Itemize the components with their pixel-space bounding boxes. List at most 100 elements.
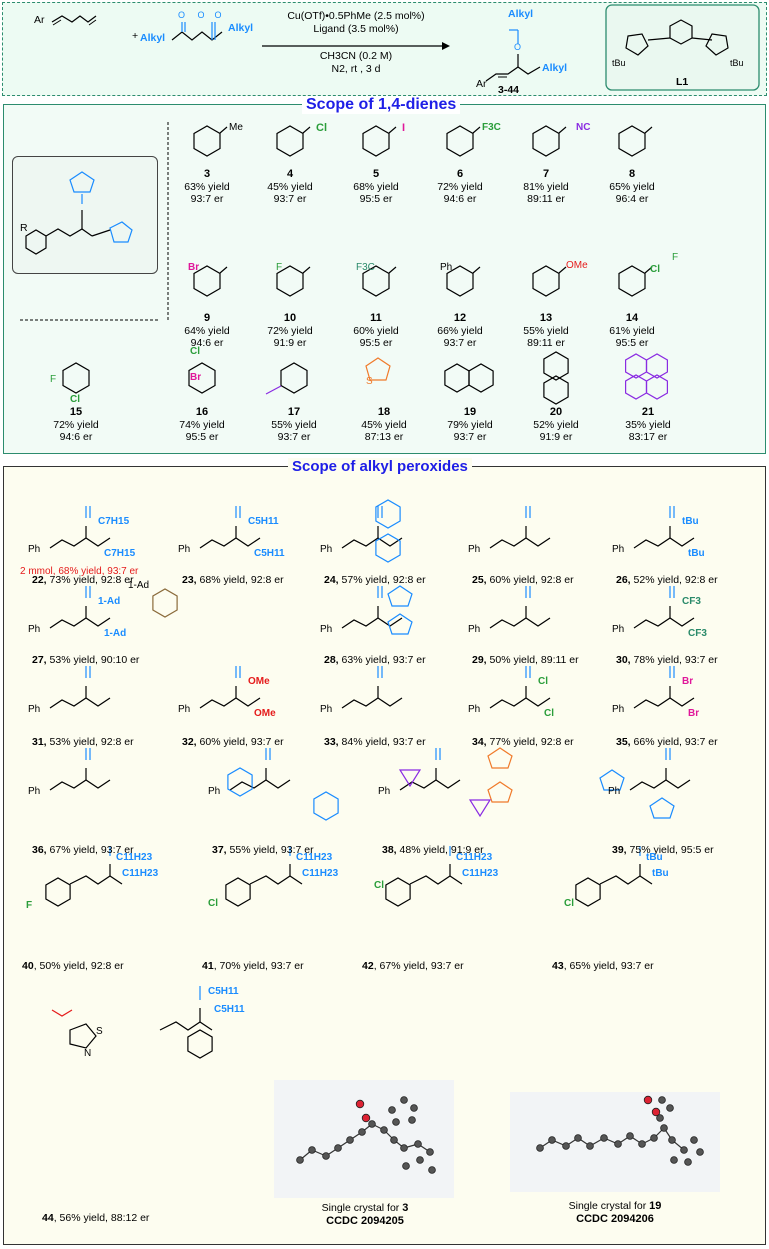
yield-text: 74% yield	[179, 418, 225, 431]
condition-line-1: Cu(OTf)•0.5PhMe (2.5 mol%)	[287, 10, 425, 22]
phenyl-label-32: Ph	[178, 704, 191, 715]
chain-34	[489, 697, 551, 709]
yield-er-text: 48% yield, 91:9 er	[396, 844, 484, 856]
yield-text: 61% yield	[609, 324, 655, 337]
er-text: 94:6 er	[443, 193, 477, 205]
chain-28	[341, 617, 403, 629]
yield-er-text: , 56% yield, 88:12 er	[53, 1212, 150, 1224]
generic-substrate-structure	[20, 122, 169, 321]
crystal-19-oxygen-1	[651, 1107, 661, 1117]
peroxide-caption-38: 38, 48% yield, 91:9 er	[382, 844, 484, 856]
phenyl-label-23: Ph	[178, 544, 191, 555]
yield-text: 68% yield	[353, 180, 399, 193]
attach-bond-11	[388, 266, 397, 274]
thiazole-s-label: S	[96, 1026, 103, 1037]
peroxide-scope-title: Scope of alkyl peroxides	[288, 458, 472, 475]
crystal-3-atom-2	[322, 1152, 330, 1160]
yield-er-text: 60% yield, 93:7 er	[196, 736, 284, 748]
diene-sub-14-f: F	[672, 252, 679, 263]
reaction-scheme	[51, 4, 760, 91]
cyclohexyl-top-37	[227, 767, 253, 797]
alkyl-group-27: 1-Ad	[104, 628, 127, 639]
attach-bond-8	[644, 126, 653, 134]
er-text: 93:7 er	[453, 431, 487, 443]
peroxide-caption-41: 41, 70% yield, 93:7 er	[202, 960, 304, 972]
aryl-ring-15	[62, 362, 90, 394]
yield-text: 45% yield	[267, 180, 313, 193]
yield-er-text: , 67% yield, 93:7 er	[373, 960, 464, 972]
crystal-3-atom-3	[334, 1144, 342, 1152]
plus-sign: +	[132, 30, 139, 42]
er-text: 91:9 er	[273, 337, 307, 349]
peroxide-caption-26: 26, 52% yield, 92:8 er	[616, 574, 718, 586]
crystal-19-atom-11	[668, 1136, 676, 1144]
crystal-3-atom-12	[388, 1106, 396, 1114]
acyl-group-41: C11H23	[296, 852, 333, 863]
aryl-ring-3	[193, 125, 221, 157]
yield-text: 52% yield	[533, 418, 579, 431]
crystal-19-atom-6	[614, 1140, 622, 1148]
compound-number: 43	[552, 960, 564, 972]
diene-sub-13: OMe	[566, 260, 588, 271]
compound-number: 44	[42, 1212, 54, 1224]
crystal-19-atom-18	[666, 1104, 674, 1112]
crystal-3-atom-16	[392, 1118, 400, 1126]
compound-number: 17	[287, 406, 301, 418]
compound-number: 31,	[32, 736, 47, 748]
phenyl-label-28: Ph	[320, 624, 333, 635]
crystal-caption-3: Single crystal for 3 CCDC 2094205	[280, 1202, 450, 1227]
crystal-3-atom-1	[308, 1146, 316, 1154]
alkyl-group-43: tBu	[652, 868, 669, 879]
yield-er-text: 66% yield, 93:7 er	[630, 736, 718, 748]
crystal-19-atom-19	[658, 1096, 666, 1104]
yield-er-text: 60% yield, 92:8 er	[486, 574, 574, 586]
crystal-3-atom-14	[410, 1104, 418, 1112]
condition-line-2: Ligand (3.5 mol%)	[313, 23, 399, 35]
er-text: 87:13 er	[364, 431, 404, 443]
halogen-label-42: Cl	[374, 880, 384, 891]
peroxide-caption-29: 29, 50% yield, 89:11 er	[472, 654, 579, 666]
crystal-caption-3-id: 3	[402, 1202, 409, 1214]
chain-22	[49, 537, 111, 549]
crystal-3-oxygen-2	[355, 1099, 365, 1109]
attach-bond-7	[558, 126, 567, 134]
crystal-19-atom-8	[638, 1140, 646, 1148]
compound-number: 37,	[212, 844, 227, 856]
yield-er-text: 57% yield, 92:8 er	[338, 574, 426, 586]
crystal-3-atom-5	[358, 1128, 366, 1136]
alkyl-group-40: C11H23	[122, 868, 159, 879]
phenyl-label-37: Ph	[208, 786, 221, 797]
yield-text: 66% yield	[437, 324, 483, 337]
yield-er-text: 77% yield, 92:8 er	[486, 736, 574, 748]
alkyl-group-22: C7H15	[104, 548, 136, 559]
compound-number: 36,	[32, 844, 47, 856]
diene-sub-10: F	[276, 262, 283, 273]
compound-number: 41	[202, 960, 214, 972]
er-text: 96:4 er	[615, 193, 649, 205]
alkyne-17	[265, 385, 282, 395]
yield-text: 79% yield	[447, 418, 493, 431]
compound-number: 35,	[616, 736, 631, 748]
crystal-3-atom-13	[400, 1096, 408, 1104]
peroxide-caption-35: 35, 66% yield, 93:7 er	[616, 736, 718, 748]
yield-text: 55% yield	[523, 324, 569, 337]
crystal-3-atom-6	[368, 1120, 376, 1128]
attach-bond-9	[219, 266, 228, 274]
adamantyl-cage	[152, 588, 178, 618]
compound-number: 12	[453, 312, 467, 324]
phenyl-label-35: Ph	[612, 704, 625, 715]
acyl-group-30: CF3	[682, 596, 701, 607]
alkyl-group-32: OMe	[254, 708, 276, 719]
aryl-ring-5	[362, 125, 390, 157]
aryl-ring-10	[276, 265, 304, 297]
yield-er-text: 75% yield, 95:5 er	[626, 844, 714, 856]
compound-number: 40	[22, 960, 34, 972]
crystal-3-atom-7	[380, 1126, 388, 1134]
chain-39	[629, 779, 691, 791]
naphthalene-ring-a-20	[543, 351, 569, 381]
phenyl-label-29: Ph	[468, 624, 481, 635]
